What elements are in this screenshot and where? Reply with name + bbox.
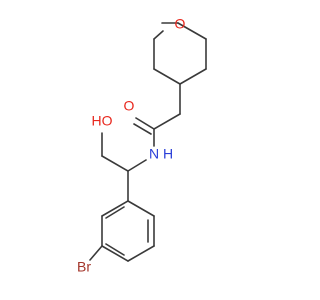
carbonyl-oxygen-label: O [124,98,135,114]
aryl-bond-6 [101,200,129,217]
structure-canvas: O O N H HO Br [77,15,207,275]
aryl-bond-3 [127,245,155,262]
bond-ring-6 [153,30,164,40]
bromine-label: Br [77,259,91,275]
bond-ring-1 [177,22,207,40]
bond-carbonyl-double-a [135,117,155,130]
molecule-diagram: O O N H HO Br [77,16,207,275]
bond-ring-4 [153,68,181,85]
bond-ch2-to-carbonyl [153,113,181,130]
bond-n-to-ch [127,159,147,172]
bond-ring-3 [179,68,207,85]
bond-ch-to-ch2oh [101,155,129,172]
aryl-bond-1 [127,200,155,217]
aryl-inner-bond-b [105,243,125,256]
bond-aryl-to-br [89,245,103,261]
nitrogen-label: N [149,146,159,162]
hydroxyl-label: HO [92,113,113,129]
bond-carbonyl-double-b [133,123,152,135]
aryl-bond-4 [101,245,129,262]
bromophenyl-ring [89,200,155,262]
nitrogen-hydrogen-label: H [163,146,173,162]
ring-oxygen-label: O [175,16,186,32]
acetamide-chain [101,83,181,202]
aryl-inner-bond-c [105,206,125,219]
tetrahydropyran-ring [153,22,207,85]
